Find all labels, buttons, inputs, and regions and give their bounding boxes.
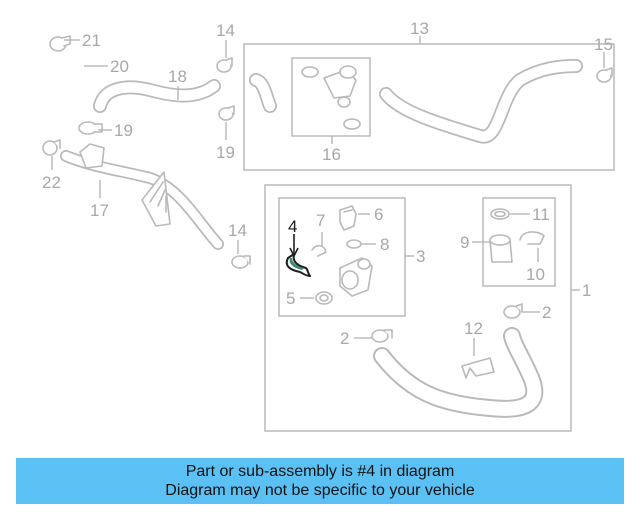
valve-16	[301, 65, 361, 130]
clamp-19	[78, 121, 103, 135]
callout-labels: 21 20 18 19 22 17 14 19 14 13 15 16 6 7 …	[42, 19, 613, 348]
callout-2-left: 2	[340, 329, 349, 348]
clamp-22	[42, 139, 61, 156]
callout-18: 18	[168, 67, 187, 86]
box-13	[243, 43, 615, 171]
box-3	[278, 197, 406, 317]
housing-9	[489, 234, 513, 263]
hose-13-left	[249, 73, 277, 113]
hose-1	[373, 327, 544, 418]
callout-1: 1	[582, 281, 591, 300]
clamp-19b	[218, 105, 235, 121]
banner-line-2: Diagram may not be specific to your vehi…	[165, 482, 475, 499]
clamp-2b	[371, 329, 393, 343]
parts-diagram: 21 20 18 19 22 17 14 19 14 13 15 16 6 7 …	[29, 19, 615, 432]
leader-lines	[51, 36, 605, 356]
callout-15: 15	[594, 35, 613, 54]
callout-2-right: 2	[542, 303, 551, 322]
callout-21: 21	[82, 31, 101, 50]
callout-20: 20	[110, 57, 129, 76]
box-16	[291, 57, 371, 137]
oring-5	[315, 291, 333, 305]
clip-10	[519, 231, 545, 245]
bracket-12	[461, 357, 495, 379]
callout-16: 16	[322, 145, 341, 164]
callout-4-highlighted: 4	[288, 217, 297, 236]
callout-14-mid: 14	[228, 221, 247, 240]
callout-5: 5	[286, 289, 295, 308]
clamp-21	[49, 35, 71, 52]
callout-19: 19	[114, 121, 133, 140]
callout-10: 10	[526, 265, 545, 284]
callout-9: 9	[460, 233, 469, 252]
hose-20	[29, 54, 82, 136]
clamp-14b	[231, 255, 251, 269]
clamp-2a	[503, 303, 523, 319]
banner-line-1: Part or sub-assembly is #4 in diagram	[185, 463, 455, 480]
box-1	[264, 184, 572, 432]
thermostat-housing	[339, 257, 373, 297]
part-4-highlighted	[285, 253, 311, 277]
clip-7	[311, 244, 327, 257]
pipe-17	[60, 143, 224, 250]
info-banner: Part or sub-assembly is #4 in diagram Di…	[16, 458, 624, 504]
callout-19-right: 19	[216, 143, 235, 162]
callout-6: 6	[374, 205, 383, 224]
callout-17: 17	[90, 201, 109, 220]
callout-12: 12	[464, 319, 483, 338]
oring-11	[490, 208, 510, 220]
clamp-14a	[216, 57, 233, 73]
hose-13-main	[379, 59, 583, 144]
callout-14-top: 14	[216, 21, 235, 40]
callout-22: 22	[42, 173, 61, 192]
callout-7: 7	[316, 211, 325, 230]
callout-8: 8	[380, 235, 389, 254]
clamp-15	[596, 67, 613, 83]
hose-18	[93, 79, 221, 113]
callout-11: 11	[532, 205, 550, 224]
callout-13: 13	[410, 19, 429, 38]
oring-8	[346, 239, 362, 249]
callout-3: 3	[416, 247, 425, 266]
housing-6	[339, 205, 357, 231]
